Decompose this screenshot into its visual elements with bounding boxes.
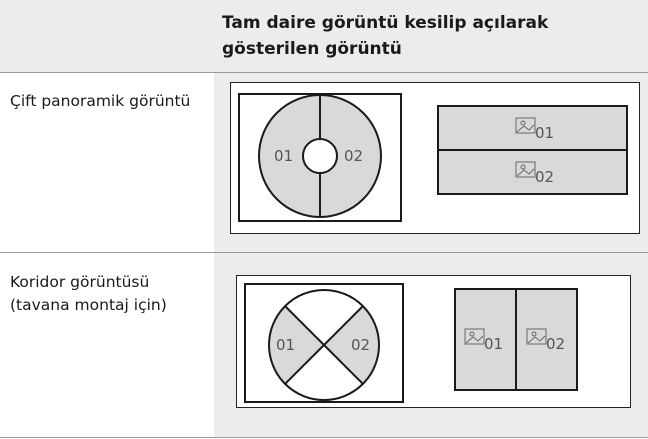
divider (0, 437, 648, 438)
dual-panorama-diagram: 01 02 01 02 (230, 82, 640, 234)
divider (0, 252, 648, 253)
panorama-01 (437, 105, 628, 151)
row-2-label: Koridor görüntüsü (tavana montaj için) (10, 273, 167, 314)
corridor-diagram: 01 02 01 02 (236, 275, 631, 408)
image-icon (515, 117, 536, 134)
left-label-01: 01 (276, 336, 295, 354)
image-icon (464, 328, 485, 345)
column-header: Tam daire görüntü kesilip açılarak göste… (222, 13, 549, 59)
panorama-02 (437, 149, 628, 195)
row-1-label: Çift panoramik görüntü (10, 92, 191, 110)
fisheye-circle (268, 289, 380, 401)
header-left-cell (0, 0, 214, 72)
right-label-01: 01 (535, 124, 554, 142)
left-label-01: 01 (274, 147, 293, 165)
divider (0, 72, 648, 73)
left-label-02: 02 (351, 336, 370, 354)
left-label-02: 02 (344, 147, 363, 165)
right-label-02: 02 (546, 335, 565, 353)
center-hole (302, 138, 338, 174)
right-label-02: 02 (535, 168, 554, 186)
header-right-cell (214, 0, 648, 72)
image-icon (515, 161, 536, 178)
image-icon (526, 328, 547, 345)
right-label-01: 01 (484, 335, 503, 353)
